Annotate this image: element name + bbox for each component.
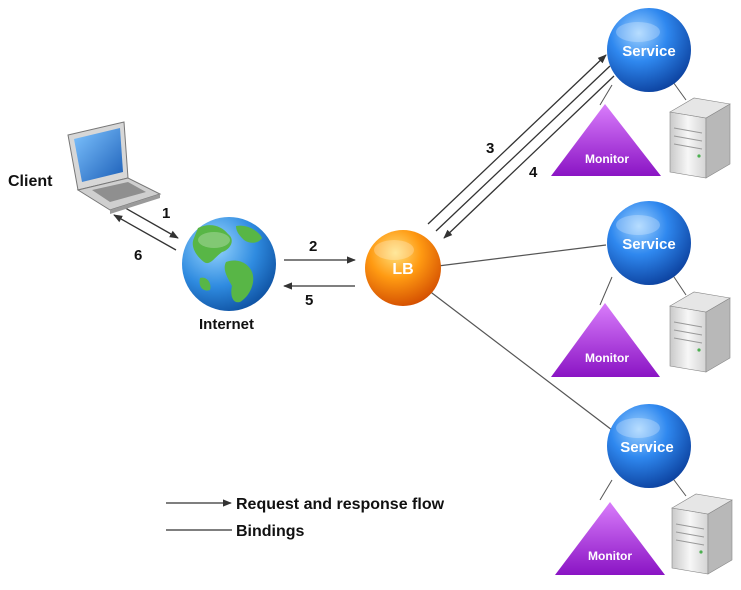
binding-line-service-1 <box>435 65 611 232</box>
flow-step-6: 6 <box>134 247 142 264</box>
service-label-1: Service <box>622 43 675 60</box>
service-1-monitor-connector <box>599 84 613 106</box>
legend-flow-label: Request and response flow <box>236 496 445 513</box>
monitor-node-1 <box>551 104 661 176</box>
monitor-node-3 <box>555 502 665 575</box>
service-node-2 <box>607 201 691 285</box>
internet-label: Internet <box>199 316 254 333</box>
server-icon-3 <box>671 493 733 575</box>
flow-step-5: 5 <box>305 292 313 309</box>
monitor-label-3: Monitor <box>588 549 632 563</box>
service-2-monitor-connector <box>599 276 613 306</box>
service-node-1 <box>607 8 691 92</box>
binding-line-service-2 <box>429 244 607 268</box>
flow-step-4: 4 <box>529 164 538 181</box>
service-label-2: Service <box>622 236 675 253</box>
server-icon-2 <box>669 291 731 373</box>
flow-arrow-4 <box>443 75 615 239</box>
legend: Request and response flow Bindings <box>166 496 445 540</box>
service-label-3: Service <box>620 439 673 456</box>
flow-arrow-3 <box>427 54 607 225</box>
lb-node <box>365 230 441 306</box>
monitor-node-2 <box>551 303 660 377</box>
client-label: Client <box>8 173 53 190</box>
flow-arrow-1 <box>119 204 179 239</box>
monitor-label-2: Monitor <box>585 351 629 365</box>
binding-line-service-3 <box>427 289 613 431</box>
service-node-3 <box>607 404 691 488</box>
flow-step-3: 3 <box>486 140 494 157</box>
legend-binding-label: Bindings <box>236 523 305 540</box>
monitor-label-1: Monitor <box>585 152 629 166</box>
globe-icon <box>182 217 276 311</box>
service-3-monitor-connector <box>599 479 613 501</box>
server-icon-1 <box>669 97 731 179</box>
laptop-icon <box>67 121 162 214</box>
flow-step-1: 1 <box>162 205 170 222</box>
lb-label: LB <box>392 261 413 278</box>
flow-arrow-6 <box>113 214 177 251</box>
flow-step-2: 2 <box>309 238 317 255</box>
